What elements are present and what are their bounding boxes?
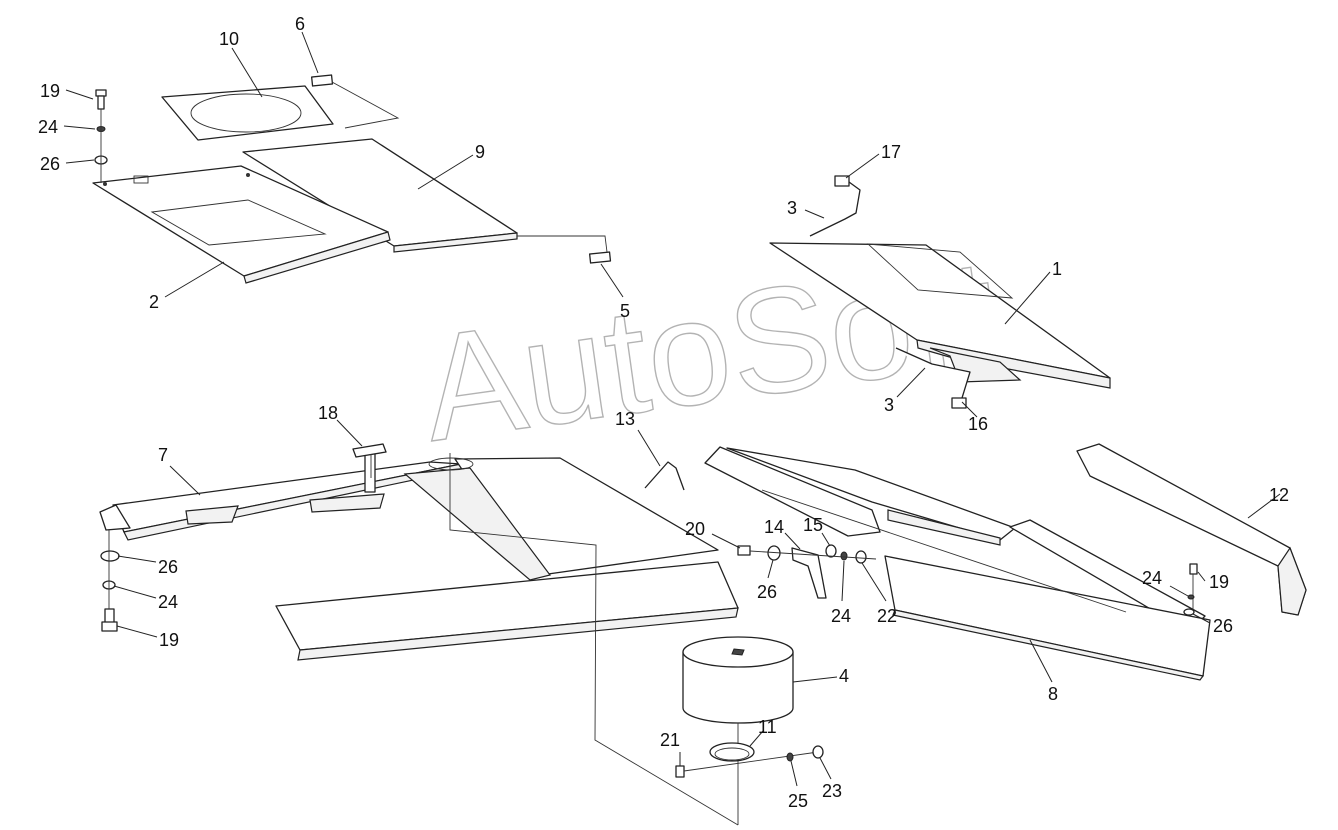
- callout-8: 8: [1048, 684, 1058, 704]
- part-2-base-plate: [92, 165, 391, 284]
- callout-5: 5: [620, 301, 630, 321]
- fastener-chain-middle: [737, 544, 877, 599]
- part-13-bracket: [644, 461, 685, 491]
- part-1-hood-frame: [769, 242, 1111, 389]
- part-10-round-plate: [161, 85, 334, 141]
- fastener-stack-right: [1183, 563, 1198, 616]
- callout-21: 21: [660, 730, 680, 750]
- callout-6: 6: [295, 14, 305, 34]
- part-5-bracket: [588, 251, 612, 264]
- part-6-bracket: [310, 74, 334, 87]
- callout-19-right: 19: [1209, 572, 1229, 592]
- part-16-clip: [951, 397, 967, 409]
- leader-lines: [63, 31, 1281, 787]
- callout-24-left: 24: [158, 592, 178, 612]
- callout-19: 19: [40, 81, 60, 101]
- callouts: 10 6 19 24 26 9 2 5 17 3 1 3 16 18 7 13 …: [38, 14, 1289, 811]
- callout-15: 15: [803, 515, 823, 535]
- callout-16: 16: [968, 414, 988, 434]
- callout-14: 14: [764, 517, 784, 537]
- callout-13: 13: [615, 409, 635, 429]
- part-3-rod-upper: [809, 181, 861, 237]
- fastener-stack-left: [100, 530, 120, 632]
- part-3-rod-lower: [895, 347, 971, 399]
- fastener-stack-top-left: [94, 89, 108, 183]
- callout-26-left: 26: [158, 557, 178, 577]
- assembly-line: [517, 235, 608, 253]
- callout-18: 18: [318, 403, 338, 423]
- part-11-clamp: [709, 742, 755, 762]
- callout-4: 4: [839, 666, 849, 686]
- callout-17: 17: [881, 142, 901, 162]
- callout-25: 25: [788, 791, 808, 811]
- callout-20: 20: [685, 519, 705, 539]
- assembly-line: [449, 453, 739, 826]
- part-12-side-panel: [1076, 443, 1307, 616]
- callout-24: 24: [38, 117, 58, 137]
- callout-1: 1: [1052, 259, 1062, 279]
- callout-19-left: 19: [159, 630, 179, 650]
- callout-22: 22: [877, 606, 897, 626]
- callout-3-upper: 3: [787, 198, 797, 218]
- part-18-tab: [352, 443, 387, 478]
- part-17-clip: [834, 175, 850, 187]
- callout-12: 12: [1269, 485, 1289, 505]
- callout-3-lower: 3: [884, 395, 894, 415]
- assembly-line: [331, 81, 400, 129]
- callout-11: 11: [758, 717, 777, 737]
- fastener-chain-bottom: [675, 745, 824, 778]
- callout-26: 26: [40, 154, 60, 174]
- callout-26-right: 26: [1213, 616, 1233, 636]
- callout-9: 9: [475, 142, 485, 162]
- callout-26-middle: 26: [757, 582, 777, 602]
- callout-24-right: 24: [1142, 568, 1162, 588]
- callout-10: 10: [219, 29, 239, 49]
- callout-24-middle: 24: [831, 606, 851, 626]
- part-4-cylinder: [682, 636, 794, 825]
- part-8-frame: [704, 446, 1211, 681]
- part-7-frame: [99, 451, 739, 661]
- callout-2: 2: [149, 292, 159, 312]
- callout-23: 23: [822, 781, 842, 801]
- callout-7: 7: [158, 445, 168, 465]
